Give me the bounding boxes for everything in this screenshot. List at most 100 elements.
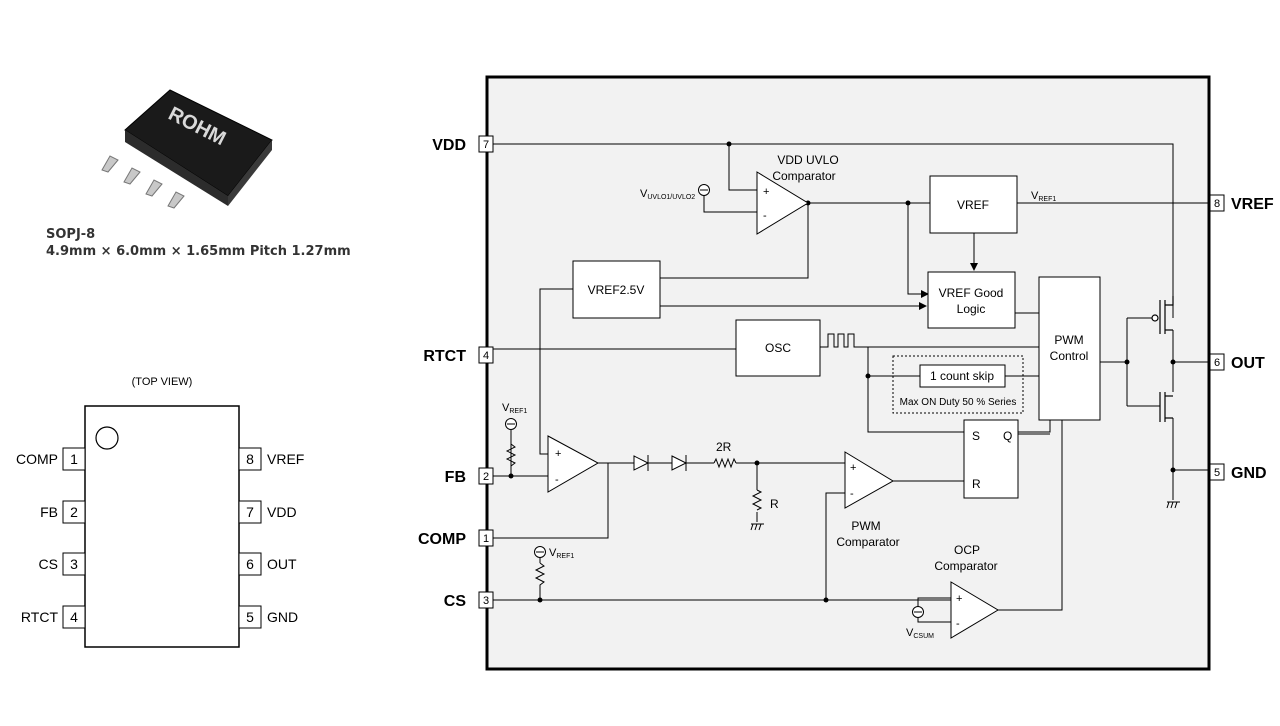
pin-name: CS [39, 556, 58, 572]
svg-text:-: - [956, 618, 960, 630]
pin-number: 4 [483, 350, 489, 362]
resistor-2r-label: 2R [716, 440, 732, 454]
svg-text:-: - [763, 210, 767, 222]
svg-text:+: + [763, 186, 769, 198]
svg-text:-: - [850, 488, 854, 500]
uvlo-label-line1: VDD UVLO [777, 153, 838, 167]
pin-number: 8 [246, 451, 254, 467]
resistor-2r [713, 457, 737, 469]
svg-text:+: + [850, 462, 856, 474]
external-pin-vdd: 7 VDD [432, 135, 494, 154]
pin-name: OUT [267, 556, 297, 572]
ic-body-outline [84, 405, 240, 648]
pin-name: RTCT [423, 348, 466, 365]
pwm-control-block [1038, 276, 1101, 421]
ocp-label-1: OCP [954, 543, 980, 557]
pwm-control-label-1: PWM [1054, 333, 1083, 347]
count-skip-block [919, 364, 1006, 388]
pinout-right-pin: 6 OUT [238, 552, 297, 576]
pin-number: 3 [483, 595, 489, 607]
pinout-right-pin: 7 VDD [238, 500, 297, 524]
pin-name: VDD [267, 504, 297, 520]
pin-name: FB [445, 469, 466, 486]
max-on-duty-label: Max ON Duty 50 % Series [900, 397, 1017, 408]
pin-name: RTCT [21, 609, 59, 625]
pin-number: 8 [1214, 198, 1220, 210]
pin-name: CS [444, 593, 467, 610]
pinout-left-pin: 2 FB [40, 500, 86, 524]
vcsum-subscript: CSUM [913, 633, 934, 640]
pin-number: 3 [70, 556, 78, 572]
uvlo-label-line2: Comparator [772, 169, 835, 183]
count-skip-label: 1 count skip [930, 369, 994, 383]
vuvlo-subscript: UVLO1/UVLO2 [647, 194, 695, 201]
sr-latch-block [963, 419, 1019, 499]
vcsum-label: V [906, 627, 914, 639]
external-pin-fb: 2 FB [445, 467, 494, 486]
svg-text:+: + [555, 448, 561, 460]
resistor-r [751, 489, 763, 511]
vref1-fb-subscript: REF1 [509, 408, 527, 415]
pin-name: COMP [16, 451, 58, 467]
external-pin-rtct: 4 RTCT [423, 346, 494, 365]
level-shift-diodes [633, 455, 688, 471]
wiring [493, 143, 1210, 612]
pin-name: VREF [267, 451, 304, 467]
vref-block [929, 175, 1018, 234]
pinout-right-pin: 8 VREF [238, 447, 304, 471]
pwm-control-label-2: Control [1050, 349, 1089, 363]
cs-pullup-resistor [534, 562, 546, 587]
ground-symbols [750, 501, 1180, 531]
vref1-label: V [1031, 190, 1039, 202]
vref1-cs-label: V [549, 547, 557, 559]
pin-number: 1 [483, 533, 489, 545]
svg-text:VREF1: VREF1 [502, 402, 527, 415]
pin-number: 2 [483, 471, 489, 483]
vref1-cs-subscript: REF1 [556, 553, 574, 560]
vref-block-label: VREF [957, 198, 989, 212]
pin-name: OUT [1231, 355, 1265, 372]
vref1-fb-label: V [502, 402, 510, 414]
ocp-comparator [950, 581, 999, 639]
pin-name: FB [40, 504, 58, 520]
pin-name: VDD [432, 137, 466, 154]
pwm-comparator [844, 451, 894, 509]
package-dimensions: 4.9mm × 6.0mm × 1.65mm Pitch 1.27mm [46, 244, 351, 259]
vref25-label: VREF2.5V [588, 283, 645, 297]
vref-good-label-1: VREF Good [939, 286, 1004, 300]
svg-text:-: - [555, 474, 559, 486]
pin-number: 5 [246, 609, 254, 625]
pin-number: 7 [483, 139, 489, 151]
pin-number: 6 [246, 556, 254, 572]
pin-number: 6 [1214, 357, 1220, 369]
uvlo-comparator [756, 171, 809, 235]
svg-text:VREF1: VREF1 [1031, 190, 1056, 203]
junctions [508, 141, 1176, 603]
pwm-comp-label-2: Comparator [836, 535, 899, 549]
pin-number: 2 [70, 504, 78, 520]
vref-good-logic-block [927, 271, 1016, 329]
svg-text:VCSUM: VCSUM [906, 627, 934, 640]
svg-text:VREF1: VREF1 [549, 547, 574, 560]
pin1-marker [95, 426, 119, 450]
vref25-block [572, 260, 661, 319]
sr-q-label: Q [1003, 429, 1012, 443]
ocp-label-2: Comparator [934, 559, 997, 573]
sr-r-label: R [972, 477, 981, 491]
pin-number: 7 [246, 504, 254, 520]
pwm-comp-label-1: PWM [851, 519, 880, 533]
package-name: SOPJ-8 [46, 227, 95, 242]
vuvlo-label: V [640, 188, 648, 200]
package-illustration: ROHM [101, 89, 273, 209]
pin-name: GND [1231, 465, 1267, 482]
svg-text:+: + [956, 593, 962, 605]
pinout-left-pin: 3 CS [39, 552, 86, 576]
pin-name: VREF [1231, 196, 1274, 213]
external-pin-vref: 8 VREF [1209, 194, 1274, 213]
